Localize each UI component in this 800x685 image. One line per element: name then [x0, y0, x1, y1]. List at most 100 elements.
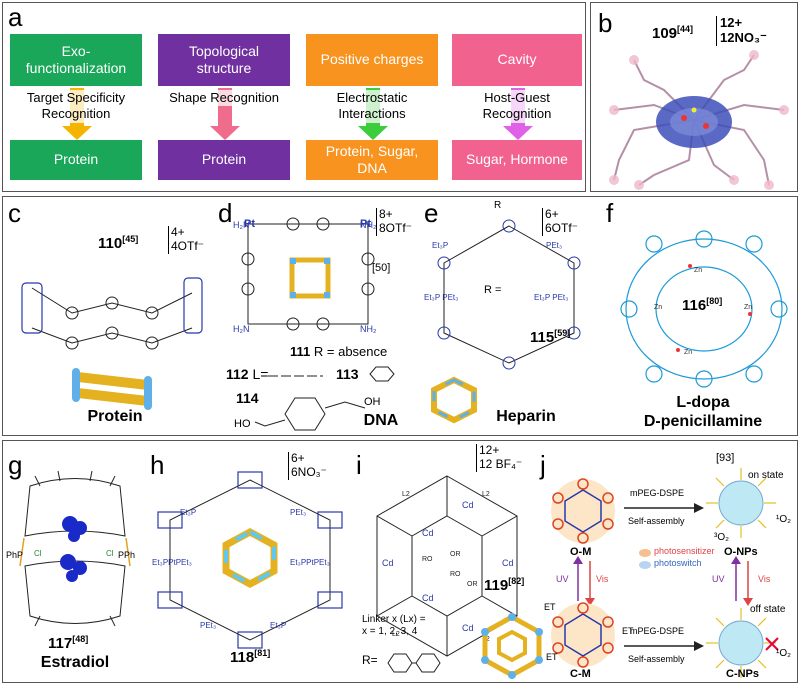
ref-50: [50] [372, 262, 391, 274]
molecule-109-model [609, 50, 789, 190]
mpeg-top: mPEG-DSPE [630, 488, 685, 498]
et-label-2: ET [622, 626, 634, 636]
on-state-label: on state [748, 470, 784, 481]
svg-text:PEt₃: PEt₃ [546, 241, 562, 250]
panel-label-h: h [150, 450, 165, 480]
compound-113-label: 113 [336, 366, 359, 382]
uv-left: UV [556, 574, 569, 584]
svg-text:Cd: Cd [422, 593, 434, 603]
mech-box-top-3: Positive charges [306, 34, 438, 86]
molecule-117-structure: Cl Cl [19, 470, 131, 627]
svg-text:Et₃P PEt₃: Et₃P PEt₃ [534, 293, 568, 302]
linker-note-2: x = 1, 2, 3, 4 [362, 626, 418, 637]
r-group-label: R= [362, 653, 378, 667]
o-m-molecule [551, 478, 615, 544]
compound-117: 117[48] [48, 634, 89, 652]
o-nps-particle [706, 468, 776, 538]
compound-115-charge: 6+6OTf⁻ [542, 207, 578, 236]
compound-109: 109[44] [652, 24, 694, 42]
linker-112 [268, 375, 323, 377]
c-m-molecule [551, 602, 615, 668]
svg-text:Cd: Cd [382, 558, 394, 568]
mech-mid-3: Electrostatic Interactions [306, 90, 438, 123]
pt-label-2: Pt [360, 218, 371, 230]
mech-box-top-1: Exo-functionalization [10, 34, 142, 86]
cage-119-cartoon [481, 613, 543, 679]
switch-arrows-left [573, 556, 595, 606]
svg-text:Cd: Cd [422, 528, 434, 538]
r-group-structure [387, 653, 441, 673]
mpeg-bottom: mPEG-DSPE [630, 626, 685, 636]
svg-text:Cd: Cd [462, 623, 474, 633]
svg-text:Cl: Cl [106, 549, 114, 558]
vis-right: Vis [758, 574, 771, 584]
compound-110-charge: 4+4OTf⁻ [168, 225, 204, 254]
svg-text:Et₃P: Et₃P [180, 508, 196, 517]
et-label-1: ET [544, 602, 556, 612]
panel-label-j: j [540, 450, 546, 480]
panel-label-e: e [424, 198, 439, 228]
svg-text:Et₃PPtPEt₃: Et₃PPtPEt₃ [152, 558, 192, 567]
c-nps-particle [706, 608, 779, 678]
singlet-o2-top: ¹O₂ [776, 514, 791, 525]
svg-text:OR: OR [467, 581, 478, 588]
panel-g-caption: Estradiol [40, 654, 110, 671]
mech-mid-4: Host-Guest Recognition [452, 90, 582, 123]
legend-photoswitch-icon [639, 561, 651, 569]
panel-label-a: a [8, 2, 23, 32]
mech-box-bottom-1: Protein [10, 140, 142, 180]
panel-f-caption-2: D-penicillamine [643, 413, 763, 430]
svg-text:RO: RO [450, 571, 461, 578]
svg-text:Et₃PPtPEt₃: Et₃PPtPEt₃ [290, 558, 330, 567]
svg-text:PEt₃: PEt₃ [200, 621, 216, 630]
self-top: Self-assembly [628, 516, 685, 526]
compound-118: 118[81] [230, 648, 271, 666]
r-def-label: R = [484, 284, 502, 296]
o-nps-label: O-NPs [724, 546, 758, 558]
compound-111-charge: 8+8OTf⁻ [376, 207, 412, 236]
oh-label: OH [364, 396, 381, 408]
compound-115: 115[59] [530, 328, 571, 346]
compound-109-charge: 12+12NO₃⁻ [716, 15, 767, 46]
svg-text:Et₃P: Et₃P [432, 241, 448, 250]
panel-e-caption: Heparin [496, 408, 556, 425]
svg-text:Zn: Zn [684, 349, 692, 356]
svg-text:Cd: Cd [462, 500, 474, 510]
mech-mid-1: Target Specificity Recognition [8, 90, 144, 123]
panel-label-i: i [356, 450, 362, 480]
mech-box-top-4: Cavity [452, 34, 582, 86]
ho-label: HO [234, 418, 251, 430]
et-label-3: ET [546, 652, 558, 662]
mech-box-bottom-4: Sugar, Hormone [452, 140, 582, 180]
panel-f-caption-1: L-dopa [676, 394, 730, 411]
linker-note-1: Linker x (Lx) = [362, 614, 426, 625]
compound-119-charge: 12+12 BF₄⁻ [476, 443, 522, 472]
ref-93: [93] [716, 452, 735, 464]
linker-114 [254, 397, 366, 431]
panel-d-caption: DNA [363, 412, 399, 429]
svg-text:H₂N: H₂N [233, 324, 250, 334]
assembly-arrow-top [624, 503, 704, 513]
compound-110: 110[45] [98, 234, 139, 252]
cage-115-cartoon [431, 376, 477, 424]
off-state-label: off state [750, 604, 786, 615]
phph-right: PPh [118, 550, 136, 560]
phph-left: PhP [6, 550, 24, 560]
cage-111-cartoon [289, 257, 331, 299]
svg-text:Zn: Zn [694, 267, 702, 274]
vis-left: Vis [596, 574, 609, 584]
mech-box-bottom-2: Protein [158, 140, 290, 180]
compound-114-label: 114 [236, 390, 259, 406]
svg-text:RO: RO [422, 556, 433, 563]
legend-photosensitizer-icon [639, 549, 651, 557]
panel-ghij-frame [2, 440, 798, 683]
svg-text:Cl: Cl [34, 549, 42, 558]
panel-cdef-frame [2, 196, 798, 436]
o-m-label: O-M [570, 546, 592, 558]
top-r-label: R [494, 200, 502, 211]
uv-right: UV [712, 574, 725, 584]
panel-label-d: d [218, 198, 233, 228]
compound-119: 119[82] [484, 576, 525, 594]
